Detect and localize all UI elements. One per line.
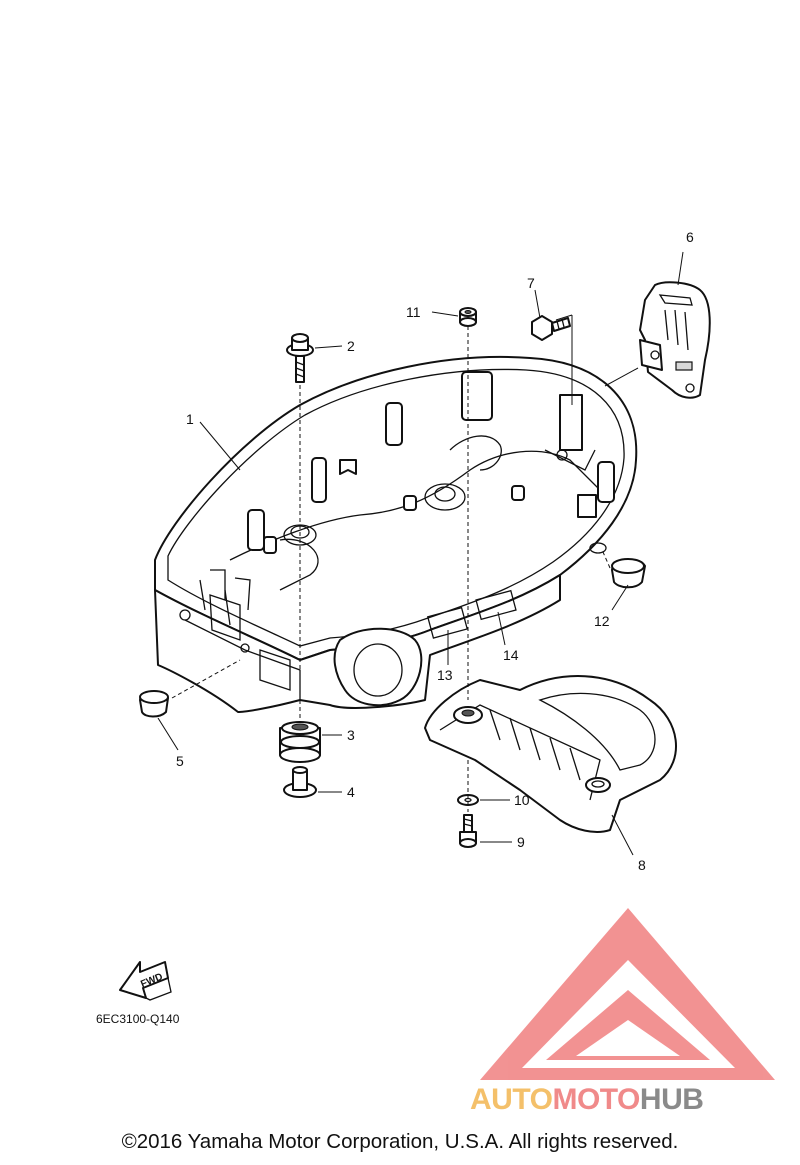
callout-6: 6 <box>686 229 694 245</box>
callout-2: 2 <box>347 338 355 354</box>
callout-14: 14 <box>503 647 519 663</box>
callout-7: 7 <box>527 275 535 291</box>
part-7-screw <box>531 315 571 341</box>
leader-lines <box>157 251 684 856</box>
callout-13: 13 <box>437 667 453 683</box>
callout-8: 8 <box>638 857 646 873</box>
assembly-guide-lines <box>171 326 611 812</box>
copyright-notice: ©2016 Yamaha Motor Corporation, U.S.A. A… <box>121 1130 679 1153</box>
watermark-part-1: AUTO <box>470 1083 553 1116</box>
callout-1: 1 <box>186 411 194 427</box>
automotohub-logo-icon <box>480 908 775 1080</box>
part-12-plug <box>611 558 646 589</box>
automotohub-watermark: AUTOMOTOHUB <box>470 1083 704 1116</box>
callout-4: 4 <box>347 784 355 800</box>
reference-code: 6EC3100-Q140 <box>96 1012 180 1026</box>
callout-11: 11 <box>406 304 421 320</box>
part-8-cover <box>424 675 677 833</box>
callout-5: 5 <box>176 753 184 769</box>
watermark-part-3: HUB <box>639 1083 704 1116</box>
callout-12: 12 <box>594 613 610 629</box>
callout-9: 9 <box>517 834 525 850</box>
watermark-part-2: MOTO <box>552 1083 640 1116</box>
callout-labels: 1 2 3 4 5 6 7 8 9 10 11 12 13 14 <box>176 229 694 873</box>
part-4-collar <box>283 766 317 798</box>
part-9-bolt <box>459 814 477 848</box>
part-6-bracket <box>639 281 711 399</box>
fwd-arrow-icon: FWD <box>119 961 172 1001</box>
part-5-plug <box>139 690 169 718</box>
callout-3: 3 <box>347 727 355 743</box>
callout-10: 10 <box>514 792 530 808</box>
part-2-bolt <box>286 333 314 383</box>
part-3-grommet <box>279 721 321 763</box>
part-11-nut <box>459 307 477 327</box>
part-1-bottom-cowling <box>154 355 638 713</box>
